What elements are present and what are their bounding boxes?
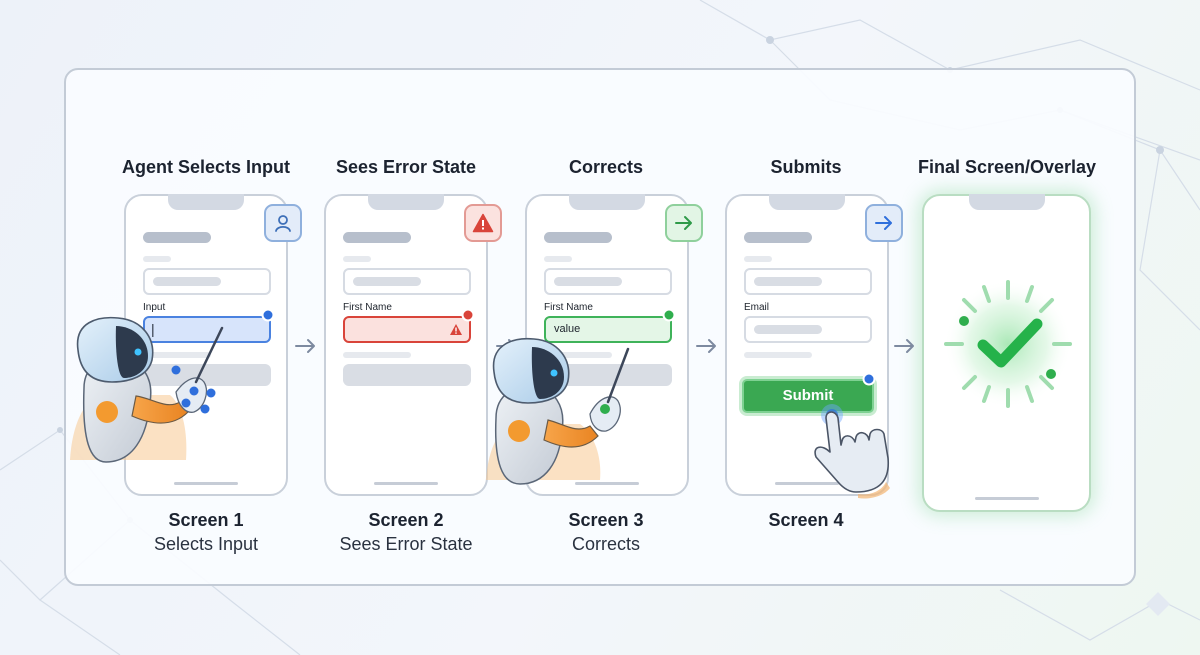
phone-notch [368,194,444,210]
corrected-input-field[interactable]: value [544,316,672,343]
screen-caption-2: Screen 2 Sees Error State [296,510,516,555]
first-name-label: First Name [544,302,593,313]
caption-title: Screen 1 [168,510,244,530]
caption-subtitle: Selects Input [153,534,259,554]
title-placeholder [143,232,211,243]
label-placeholder [744,352,812,358]
text-field-placeholder[interactable] [343,268,471,295]
user-icon [264,204,302,242]
email-label: Email [744,302,770,313]
caption-title: Screen 3 [568,510,644,530]
flow-arrow-icon [894,339,914,353]
title-placeholder [544,232,612,243]
flow-arrow-icon [496,339,516,353]
checkmark-icon [944,280,1072,408]
step-title-1: Agent Selects Input [121,157,291,177]
caption-title: Screen 4 [768,510,844,530]
home-indicator [974,497,1039,500]
text-field-placeholder[interactable] [744,268,872,295]
text-field-placeholder[interactable] [143,268,271,295]
label-placeholder [343,352,411,358]
label-placeholder [143,352,211,358]
phone-screen-4: Email Submit [725,194,889,496]
phone-notch [569,194,645,210]
caption-title: Screen 2 [368,510,444,530]
screen-caption-4: Screen 4 [696,510,916,534]
arrow-right-icon [865,204,903,242]
label-placeholder [544,256,572,262]
flow-arrow-icon [696,339,716,353]
phone-screen-1: Input | [124,194,288,496]
screen-caption-1: Screen 1 Selects Input [96,510,316,555]
step-title-3: Corrects [568,157,644,177]
phone-notch [769,194,845,210]
caption-subtitle: Corrects [571,534,640,554]
selected-input-field[interactable]: | [143,316,271,343]
warning-icon [464,204,502,242]
label-placeholder [744,256,772,262]
text-field-placeholder[interactable] [544,268,672,295]
home-indicator [174,482,238,485]
label-placeholder [343,256,371,262]
submit-button[interactable]: Submit [742,379,874,413]
phone-final-overlay [922,194,1091,512]
home-indicator [775,482,839,485]
step-title-4: Submits [770,157,842,177]
step-title-2: Sees Error State [335,157,477,177]
title-placeholder [343,232,411,243]
warning-icon [450,324,462,335]
button-placeholder [143,364,271,386]
arrow-right-icon [665,204,703,242]
caption-subtitle: Sees Error State [339,534,473,554]
text-cursor: | [151,321,155,337]
error-input-field[interactable] [343,316,471,343]
first-name-label: First Name [343,302,392,313]
step-title-5: Final Screen/Overlay [917,157,1097,177]
flow-arrow-icon [295,339,315,353]
button-placeholder [343,364,471,386]
button-placeholder [544,364,672,386]
input-label: Input [143,302,166,313]
phone-notch [168,194,244,210]
title-placeholder [744,232,812,243]
email-field[interactable] [744,316,872,343]
phone-screen-2: First Name [324,194,488,496]
input-value: value [554,323,581,335]
phone-notch [968,194,1045,210]
phone-screen-3: First Name value [525,194,689,496]
screen-caption-3: Screen 3 Corrects [496,510,716,555]
label-placeholder [544,352,612,358]
label-placeholder [143,256,171,262]
home-indicator [575,482,639,485]
home-indicator [374,482,438,485]
